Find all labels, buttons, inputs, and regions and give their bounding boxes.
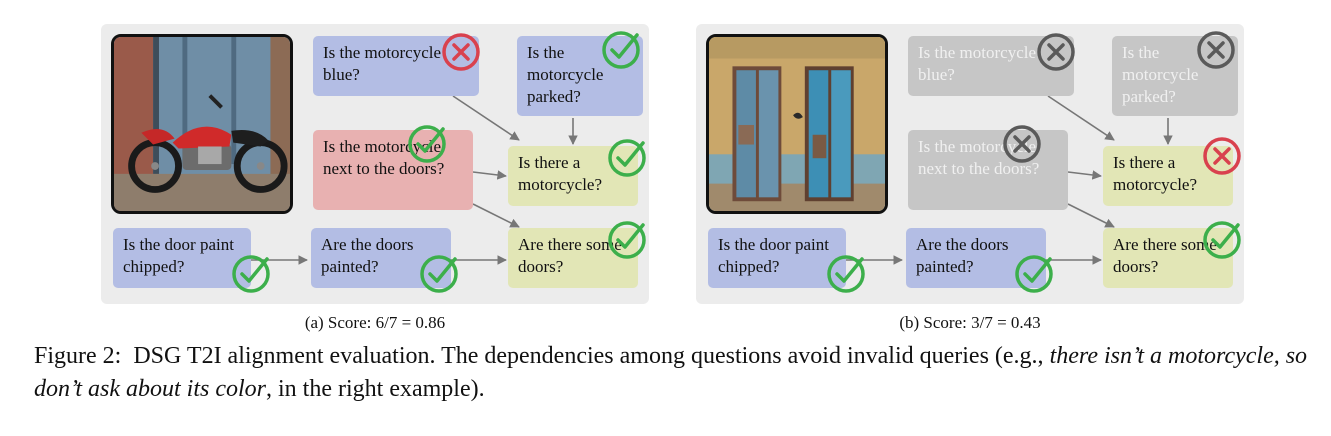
question-door-paint-chipped: Is the door paint chipped? [708, 228, 846, 288]
check-icon [419, 254, 459, 294]
cross-icon [1202, 136, 1242, 176]
check-icon [1014, 254, 1054, 294]
question-text: Are the doors painted? [321, 235, 414, 276]
question-text: Is the motorcycle parked? [1122, 43, 1199, 106]
check-icon [607, 138, 647, 178]
question-some-doors: Are there some doors? [1103, 228, 1233, 288]
figure-label: Figure 2: [34, 343, 122, 369]
question-is-there-motorcycle: Is there a motorcycle? [508, 146, 638, 206]
check-icon [607, 220, 647, 260]
check-icon [231, 254, 271, 294]
question-doors-painted: Are the doors painted? [906, 228, 1046, 288]
doors-photo [706, 34, 888, 214]
check-icon [1202, 220, 1242, 260]
question-text: Is the motorcycle blue? [918, 43, 1037, 84]
caption-text-italic: there isn’t a motorcycle, so don’t ask a… [34, 343, 1308, 402]
cross-icon [1002, 124, 1042, 164]
caption-text-end: , in the right example). [266, 376, 485, 402]
question-text: Is the motorcycle blue? [323, 43, 442, 84]
question-text: Is there a motorcycle? [518, 153, 603, 194]
subfigure-caption-a: (a) Score: 6/7 = 0.86 [304, 313, 446, 332]
question-text: Are the doors painted? [916, 235, 1009, 276]
motorcycle-photo [111, 34, 293, 214]
figure-caption: Figure 2: DSG T2I alignment evaluation. … [34, 340, 1314, 406]
check-icon [601, 30, 641, 70]
check-icon [826, 254, 866, 294]
question-text: Are there some doors? [1113, 235, 1217, 276]
question-text: Is the door paint chipped? [123, 235, 234, 276]
cross-icon [1036, 32, 1076, 72]
caption-text-start: DSG T2I alignment evaluation. The depend… [133, 343, 1050, 369]
question-text: Is there a motorcycle? [1113, 153, 1198, 194]
panel-b: Is the motorcycle blue? Is the motorcycl… [696, 24, 1244, 304]
question-motorcycle-next-to-doors: Is the motorcycle next to the doors? [313, 130, 473, 210]
check-icon [407, 124, 447, 164]
panel-a: Is the motorcycle blue? Is the motorcycl… [101, 24, 649, 304]
cross-icon [1196, 30, 1236, 70]
question-text: Is the motorcycle parked? [527, 43, 604, 106]
question-some-doors: Are there some doors? [508, 228, 638, 288]
cross-icon [441, 32, 481, 72]
question-text: Is the door paint chipped? [718, 235, 829, 276]
question-door-paint-chipped: Is the door paint chipped? [113, 228, 251, 288]
question-motorcycle-parked: Is the motorcycle parked? [517, 36, 643, 116]
question-doors-painted: Are the doors painted? [311, 228, 451, 288]
question-motorcycle-next-to-doors: Is the motorcycle next to the doors? [908, 130, 1068, 210]
question-is-there-motorcycle: Is there a motorcycle? [1103, 146, 1233, 206]
question-text: Are there some doors? [518, 235, 622, 276]
subfigure-caption-b: (b) Score: 3/7 = 0.43 [899, 313, 1041, 332]
